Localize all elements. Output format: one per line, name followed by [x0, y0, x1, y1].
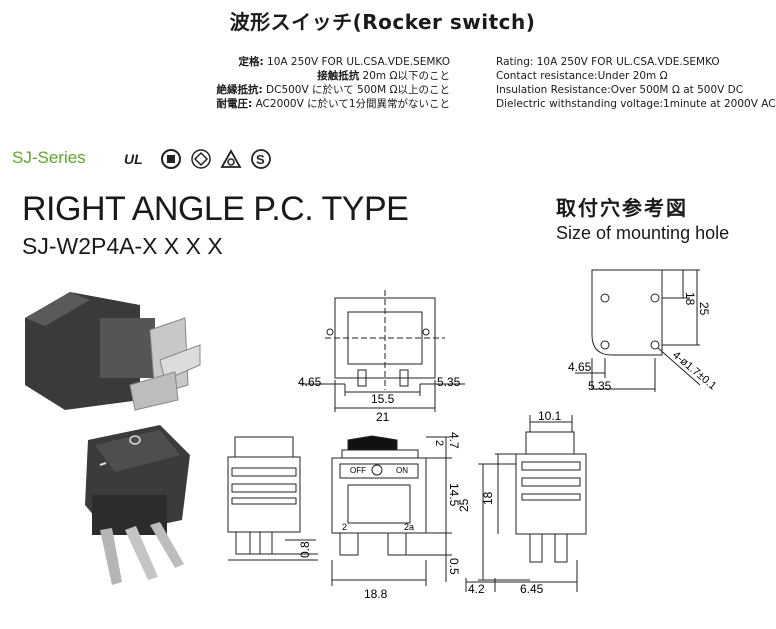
specs-english: Rating: 10A 250V FOR UL.CSA.VDE.SEMKO Co…	[496, 55, 776, 111]
specs-japanese: 定格: 10A 250V FOR UL.CSA.VDE.SEMKO 接触抵抗 2…	[200, 55, 450, 111]
spec-value: AC2000V に於いて1分間異常がないこと	[255, 98, 450, 110]
terminal-2a-label: 2a	[404, 522, 414, 532]
spec-insulation-resistance: Insulation Resistance:Over 500M Ω at 500…	[496, 84, 744, 96]
switch-photo-side	[25, 292, 201, 411]
series-label: SJ-Series	[12, 148, 86, 167]
off-label: OFF	[350, 466, 366, 475]
spec-label: 耐電圧:	[216, 98, 253, 110]
ul-mark-icon: UL	[124, 151, 143, 167]
hole-diameter-label: 4-ø1.7±0.1	[670, 349, 718, 392]
csa-mark-icon	[161, 149, 181, 169]
page-title: 波形スイッチ(Rocker switch)	[229, 10, 536, 34]
dim-4-65-front: 4.65	[298, 375, 322, 389]
dim-25-hole: 25	[697, 302, 711, 316]
dim-4-65-hole: 4.65	[568, 360, 592, 374]
certification-marks: UL S	[122, 148, 272, 170]
side-view-drawing	[227, 436, 318, 561]
semko-mark-icon	[220, 149, 242, 168]
dim-10-1: 10.1	[538, 409, 562, 423]
spec-label: 接触抵抗	[317, 70, 360, 82]
dim-2: 2	[433, 440, 445, 446]
on-label: ON	[396, 466, 408, 475]
svg-text:S: S	[256, 152, 265, 167]
right-side-drawing	[465, 415, 587, 592]
dim-6-45: 6.45	[520, 582, 544, 596]
spec-label: 絶縁抵抗:	[216, 84, 263, 96]
spec-dielectric: Dielectric withstanding voltage:1minute …	[496, 98, 776, 110]
spec-contact-resistance: Contact resistance:Under 20m Ω	[496, 70, 668, 82]
svg-text:UL: UL	[124, 151, 143, 167]
front-view-drawing	[300, 290, 465, 412]
spec-value: DC500V に於いて 500M Ω以上のこと	[266, 84, 450, 96]
dim-4-7: 4.7	[447, 432, 461, 449]
spec-value: 20m Ω以下のこと	[362, 70, 450, 82]
dim-18-side: 18	[481, 491, 495, 505]
dim-0-8: 0.8	[298, 541, 312, 558]
dim-18-8: 18.8	[364, 587, 388, 601]
mounting-hole-drawing	[575, 269, 701, 392]
spec-rating: Rating: 10A 250V FOR UL.CSA.VDE.SEMKO	[496, 56, 720, 68]
model-number: SJ-W2P4A-X X X X	[22, 233, 223, 259]
vde-mark-icon	[191, 149, 211, 169]
mounting-hole-title-jp: 取付穴参考図	[556, 196, 688, 220]
dim-0-5: 0.5	[447, 558, 461, 575]
dim-14-5: 14.5	[447, 483, 461, 507]
rocker-front-drawing	[331, 435, 452, 586]
terminal-2-label: 2	[342, 522, 347, 532]
spec-value: 10A 250V FOR UL.CSA.VDE.SEMKO	[267, 56, 450, 68]
dim-18-hole: 18	[683, 292, 697, 306]
mounting-hole-title-en: Size of mounting hole	[556, 223, 730, 243]
dim-21: 21	[376, 410, 390, 424]
switch-photo-front	[85, 425, 190, 585]
dim-25-side: 25	[457, 498, 471, 512]
spec-label: 定格:	[238, 56, 264, 68]
dim-5-35-front: 5.35	[437, 375, 461, 389]
product-type-title: RIGHT ANGLE P.C. TYPE	[22, 190, 409, 228]
dim-15-5: 15.5	[371, 392, 395, 406]
dim-4-2: 4.2	[468, 582, 485, 596]
s-mark-icon: S	[251, 149, 271, 169]
dim-5-35-hole: 5.35	[588, 379, 612, 393]
